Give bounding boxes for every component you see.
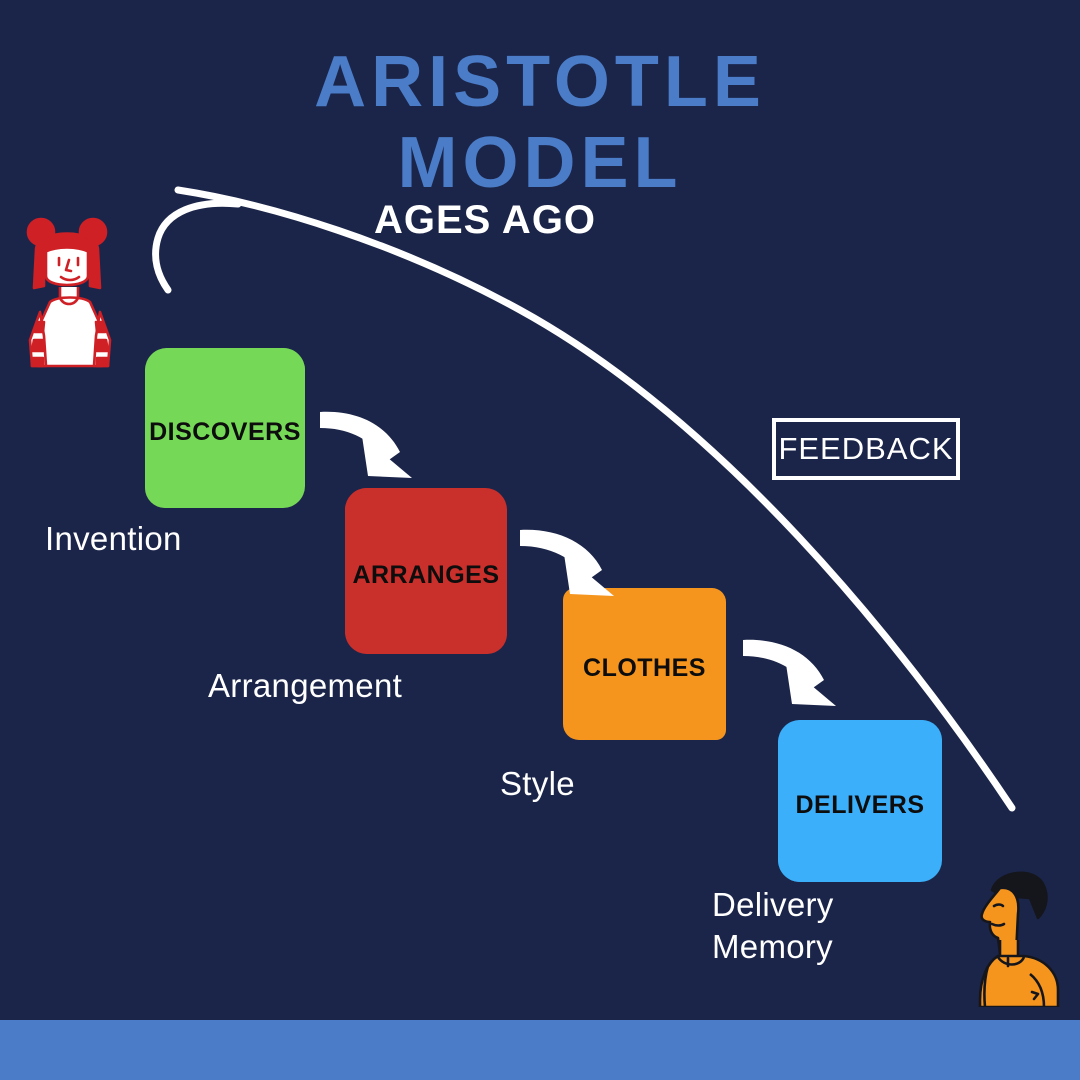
- caption-invention: Invention: [45, 520, 182, 557]
- bottom-accent-bar: [0, 1020, 1080, 1080]
- stage-box-discovers[interactable]: DISCOVERS: [145, 348, 305, 508]
- arrow-arranges-to-clothes: [520, 529, 614, 596]
- receiver-avatar: [978, 871, 1060, 1007]
- sender-avatar: [26, 217, 112, 368]
- page-title: ARISTOTLE MODEL: [0, 42, 1080, 203]
- stage-box-label-clothes: CLOTHES: [583, 653, 706, 682]
- title-line-1: ARISTOTLE: [314, 42, 766, 122]
- subtitle: AGES AGO: [373, 198, 597, 242]
- stage-box-delivers[interactable]: DELIVERS: [778, 720, 942, 882]
- caption-style: Style: [500, 765, 575, 802]
- arrow-clothes-to-delivers: [743, 639, 836, 706]
- arrow-discovers-to-arranges: [320, 411, 412, 478]
- stage-box-label-discovers: DISCOVERS: [149, 417, 301, 446]
- title-line-2: MODEL: [397, 122, 683, 203]
- stage-box-label-delivers: DELIVERS: [795, 790, 925, 819]
- caption-arrangement: Arrangement: [208, 667, 403, 704]
- stage-box-label-arranges: ARRANGES: [352, 560, 500, 589]
- feedback-badge[interactable]: FEEDBACK: [772, 418, 960, 480]
- stage-box-clothes[interactable]: CLOTHES: [563, 588, 726, 740]
- caption-delivery: Delivery Memory: [712, 886, 834, 966]
- feedback-label: FEEDBACK: [778, 431, 954, 466]
- stage-box-arranges[interactable]: ARRANGES: [345, 488, 507, 654]
